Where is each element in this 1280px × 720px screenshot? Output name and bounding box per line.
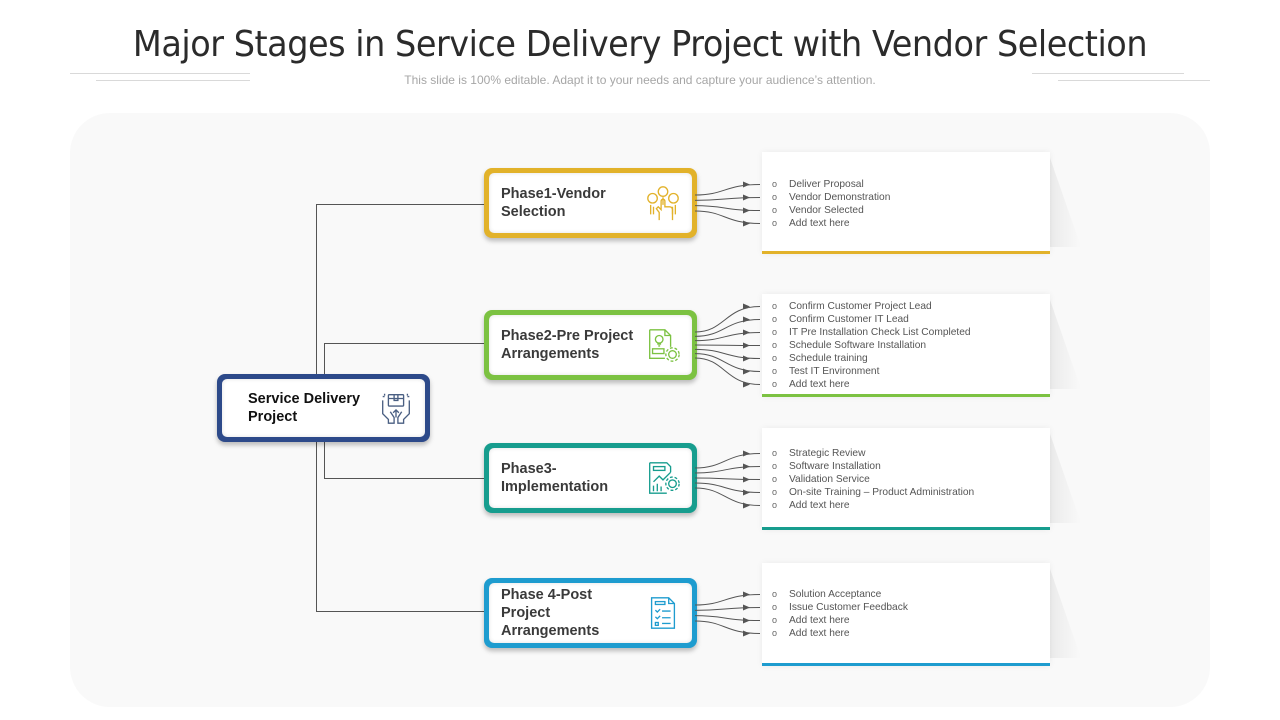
connector-phase1 [316, 204, 488, 205]
idea-document-gear-icon [649, 329, 680, 362]
bullet-icon: o [772, 474, 778, 484]
bullet-icon: o [772, 205, 778, 215]
list-item: o Confirm Customer Project Lead [770, 300, 971, 313]
list-item-text: Test IT Environment [789, 366, 880, 377]
bullet-icon: o [772, 340, 778, 350]
phase-1-label: Phase1-Vendor Selection [501, 186, 606, 220]
list-item-text: Schedule Software Installation [789, 340, 927, 351]
bullet-icon: o [772, 448, 778, 458]
bullet-icon: o [772, 487, 778, 497]
list-item-text: Confirm Customer Project Lead [789, 301, 932, 312]
list-item-text: Add text here [789, 218, 850, 229]
bullet-icon: o [772, 379, 778, 389]
root-node[interactable]: Service Delivery Project [217, 374, 430, 442]
list-item-text: Validation Service [789, 474, 870, 485]
bullet-icon: o [772, 353, 778, 363]
bullet-icon: o [772, 366, 778, 376]
list-item-text: Vendor Selected [789, 205, 864, 216]
list-item: o Add text here [770, 217, 890, 230]
vendor-selection-icon [647, 186, 679, 221]
bullet-icon: o [772, 461, 778, 471]
list-item: o Schedule training [770, 352, 971, 365]
title-divider-left-lower [96, 80, 250, 81]
checklist-document-icon [650, 597, 676, 629]
bullet-icon: o [772, 500, 778, 510]
title-divider-right-lower [1058, 80, 1210, 81]
list-item-text: IT Pre Installation Check List Completed [789, 327, 971, 338]
slide-subtitle: This slide is 100% editable. Adapt it to… [404, 73, 876, 87]
list-item: o Software Installation [770, 460, 974, 473]
bullet-icon: o [772, 301, 778, 311]
list-item: o Vendor Selected [770, 204, 890, 217]
list-item: o On-site Training – Product Administrati… [770, 486, 974, 499]
phase-2-label: Phase2-Pre Project Arrangements [501, 328, 634, 362]
report-chart-gear-icon [649, 462, 680, 494]
list-item: o Deliver Proposal [770, 178, 890, 191]
list-item: o Solution Acceptance [770, 588, 908, 601]
list-item: o Issue Customer Feedback [770, 601, 908, 614]
hands-box-icon [382, 393, 410, 424]
card-3-accent-bar [762, 527, 1050, 530]
list-item: o Schedule Software Installation [770, 339, 971, 352]
card-2-accent-bar [762, 394, 1050, 397]
list-item-text: Vendor Demonstration [789, 192, 891, 203]
list-item: o Test IT Environment [770, 365, 971, 378]
list-item: o Validation Service [770, 473, 974, 486]
list-item: o Add text here [770, 627, 908, 640]
list-item-text: Confirm Customer IT Lead [789, 314, 909, 325]
phase-4-label: Phase 4-Post Project Arrangements [501, 587, 600, 639]
card-1-accent-bar [762, 251, 1050, 254]
bullet-icon: o [772, 314, 778, 324]
list-item-text: Software Installation [789, 461, 881, 472]
bullet-icon: o [772, 602, 778, 612]
list-item: o Add text here [770, 614, 908, 627]
list-item-text: On-site Training – Product Administratio… [789, 487, 975, 498]
phase-node-3[interactable]: Phase3-Implementation [484, 443, 697, 513]
bullet-icon: o [772, 218, 778, 228]
title-divider-left [70, 73, 250, 74]
list-item: o Add text here [770, 378, 971, 391]
list-item-text: Issue Customer Feedback [789, 602, 908, 613]
bullet-icon: o [772, 179, 778, 189]
bullet-icon: o [772, 327, 778, 337]
list-item-text: Strategic Review [789, 448, 866, 459]
list-item: o Add text here [770, 499, 974, 512]
connector-phase3 [324, 478, 488, 479]
bullet-icon: o [772, 192, 778, 202]
list-item-text: Solution Acceptance [789, 589, 882, 600]
title-divider-right [1032, 73, 1184, 74]
phase-node-4[interactable]: Phase 4-Post Project Arrangements [484, 578, 697, 648]
list-item: o IT Pre Installation Check List Complete… [770, 326, 971, 339]
bullet-icon: o [772, 589, 778, 599]
list-item-text: Schedule training [789, 353, 868, 364]
list-item-text: Add text here [789, 628, 850, 639]
phase-node-1[interactable]: Phase1-Vendor Selection [484, 168, 697, 238]
list-item-text: Deliver Proposal [789, 179, 864, 190]
bullet-icon: o [772, 615, 778, 625]
connector-phase4 [316, 611, 488, 612]
connector-phase2 [324, 343, 488, 344]
bullet-icon: o [772, 628, 778, 638]
list-item-text: Add text here [789, 615, 850, 626]
list-item: o Confirm Customer IT Lead [770, 313, 971, 326]
root-node-label: Service Delivery Project [248, 391, 361, 425]
phase-3-label: Phase3-Implementation [501, 461, 609, 495]
card-4-accent-bar [762, 663, 1050, 666]
phase-node-2[interactable]: Phase2-Pre Project Arrangements [484, 310, 697, 380]
list-item-text: Add text here [789, 500, 850, 511]
list-item-text: Add text here [789, 379, 850, 390]
slide-title: Major Stages in Service Delivery Project… [132, 24, 1148, 65]
list-item: o Vendor Demonstration [770, 191, 890, 204]
list-item: o Strategic Review [770, 447, 974, 460]
